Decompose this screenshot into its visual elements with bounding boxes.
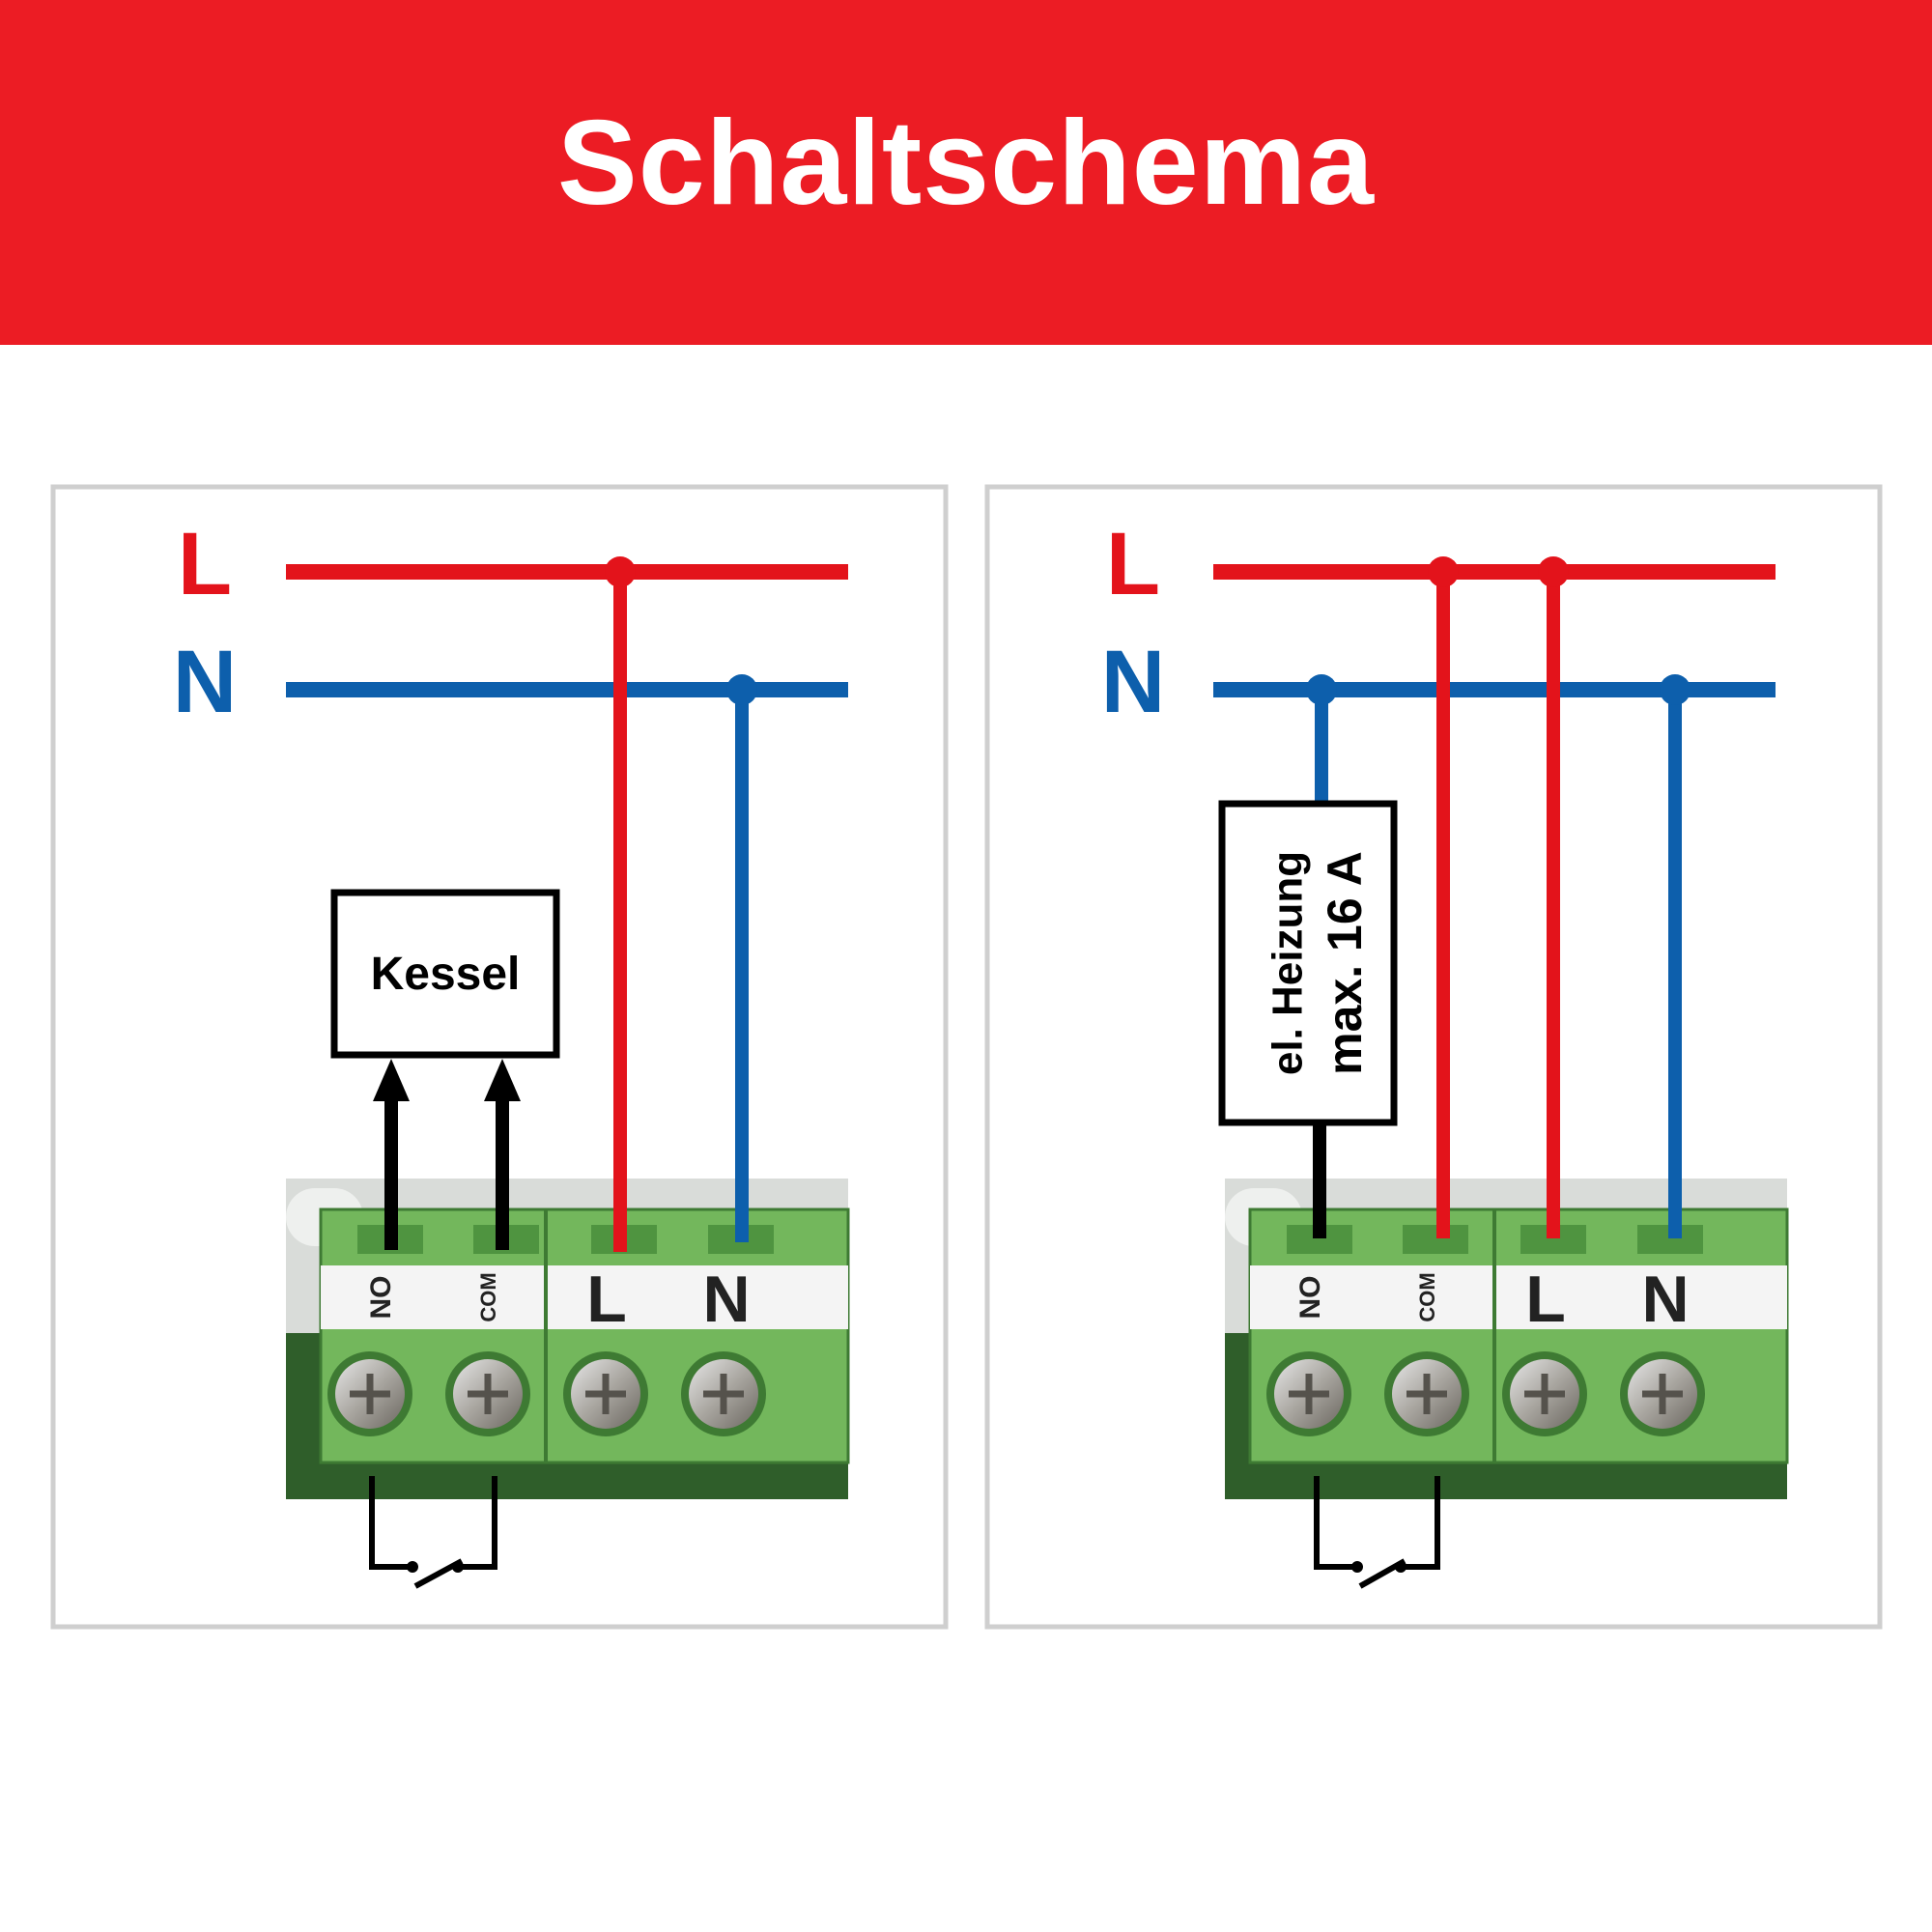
right-terminal-no-label: NO xyxy=(1294,1276,1326,1320)
right-slot-com xyxy=(1403,1225,1468,1254)
right-terminal-block: NO COM L N xyxy=(1225,1179,1789,1499)
right-load-label-line2: max. 16 A xyxy=(1318,851,1372,1075)
right-switch-contact-b xyxy=(1395,1561,1406,1573)
right-neutral-junction-2 xyxy=(1660,674,1690,705)
right-live-junction-1 xyxy=(1428,556,1459,587)
left-panel: L N NO COM L N xyxy=(50,484,949,1630)
header-banner: Schaltschema xyxy=(0,0,1932,345)
right-load-label-line1: el. Heizung xyxy=(1264,851,1312,1075)
left-switch-contact-b xyxy=(452,1561,464,1573)
left-arrow-com-head xyxy=(484,1059,521,1101)
left-live-junction xyxy=(605,556,636,587)
left-arrow-no-head xyxy=(373,1059,410,1101)
left-load-label: Kessel xyxy=(371,949,521,1000)
right-screw-l xyxy=(1502,1351,1587,1436)
left-label-strip xyxy=(321,1265,848,1329)
right-terminal-n-label: N xyxy=(1641,1263,1689,1336)
page-title: Schaltschema xyxy=(557,96,1375,230)
left-switch-contact-a xyxy=(407,1561,418,1573)
left-load-box xyxy=(330,889,560,1059)
left-neutral-junction xyxy=(726,674,757,705)
right-neutral-junction-1 xyxy=(1306,674,1337,705)
right-load-box xyxy=(1218,800,1398,1126)
left-terminal-n-label: N xyxy=(702,1263,750,1336)
right-screw-com xyxy=(1384,1351,1469,1436)
left-terminal-no-label: NO xyxy=(365,1276,397,1320)
right-line-l-label: L xyxy=(1106,515,1160,613)
left-screw-l xyxy=(563,1351,648,1436)
right-screw-n xyxy=(1620,1351,1705,1436)
right-terminal-com-label: COM xyxy=(1415,1272,1439,1321)
right-screw-no xyxy=(1266,1351,1351,1436)
left-screw-com xyxy=(445,1351,530,1436)
left-screw-no xyxy=(327,1351,412,1436)
right-terminal-l-label: L xyxy=(1525,1263,1566,1336)
right-switch-contact-a xyxy=(1351,1561,1363,1573)
left-line-n-label: N xyxy=(173,633,237,731)
left-line-l-label: L xyxy=(178,515,232,613)
right-live-junction-2 xyxy=(1538,556,1569,587)
right-panel: L N NO COM L N xyxy=(984,484,1883,1630)
left-terminal-l-label: L xyxy=(586,1263,627,1336)
right-label-strip xyxy=(1250,1265,1787,1329)
left-screw-n xyxy=(681,1351,766,1436)
left-terminal-com-label: COM xyxy=(476,1272,500,1321)
left-terminal-block: NO COM L N xyxy=(286,1179,850,1499)
right-line-n-label: N xyxy=(1101,633,1165,731)
